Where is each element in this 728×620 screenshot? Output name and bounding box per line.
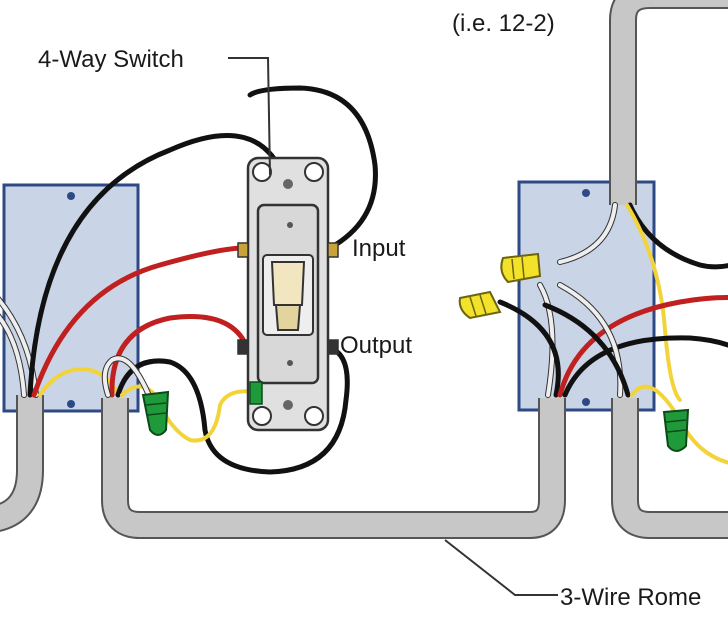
switch-label: 4-Way Switch bbox=[38, 46, 184, 73]
cable-leader-line bbox=[444, 539, 558, 596]
terminal-screw-output-left bbox=[237, 339, 249, 355]
left-box-screw-bottom bbox=[67, 400, 75, 408]
yellow-wire-nut-upper bbox=[500, 252, 542, 284]
switch-leader-line bbox=[228, 57, 271, 176]
black-wire-right-lower bbox=[542, 302, 631, 398]
left-box-wires bbox=[0, 133, 288, 398]
input-label: Input bbox=[352, 235, 406, 262]
right-electrical-box bbox=[517, 180, 656, 412]
right-box-wires bbox=[497, 202, 728, 465]
green-wire-nut-left bbox=[141, 390, 170, 436]
terminal-screw-input-left bbox=[237, 242, 249, 258]
black-wire-right bbox=[562, 335, 728, 398]
ground-screw bbox=[249, 381, 263, 405]
cable-label: 3-Wire Rome bbox=[560, 584, 702, 611]
cable-sheaths bbox=[0, 0, 728, 539]
red-wire-right bbox=[557, 295, 728, 398]
romex-left-wires bbox=[101, 85, 378, 475]
green-wire-nut-right bbox=[662, 408, 690, 452]
right-box-screw-top bbox=[582, 189, 590, 197]
terminal-screw-input-right bbox=[327, 242, 339, 258]
top-cable-sheath bbox=[609, 0, 728, 205]
yellow-ground-wire bbox=[625, 203, 682, 402]
yellow-wire-nut-lower bbox=[458, 290, 502, 320]
top-note-label: (i.e. 12-2) bbox=[452, 10, 555, 37]
black-wire-top bbox=[627, 202, 728, 270]
black-wire-to-switch bbox=[27, 133, 288, 398]
right-box-screw-bottom bbox=[582, 398, 590, 406]
left-box-screw-top bbox=[67, 192, 75, 200]
red-wire-to-switch-lower bbox=[109, 314, 249, 398]
output-label: Output bbox=[340, 332, 413, 359]
terminal-screw-output-right bbox=[327, 339, 339, 355]
three-wire-romex-sheath bbox=[101, 398, 566, 539]
four-way-switch bbox=[237, 156, 339, 432]
red-wire-to-switch-left bbox=[31, 245, 247, 398]
black-wire-to-nut bbox=[497, 299, 561, 398]
leader-lines bbox=[228, 57, 558, 596]
black-wire-loop bbox=[115, 345, 350, 475]
black-wire-input bbox=[247, 85, 378, 251]
switch-toggle bbox=[270, 261, 306, 306]
